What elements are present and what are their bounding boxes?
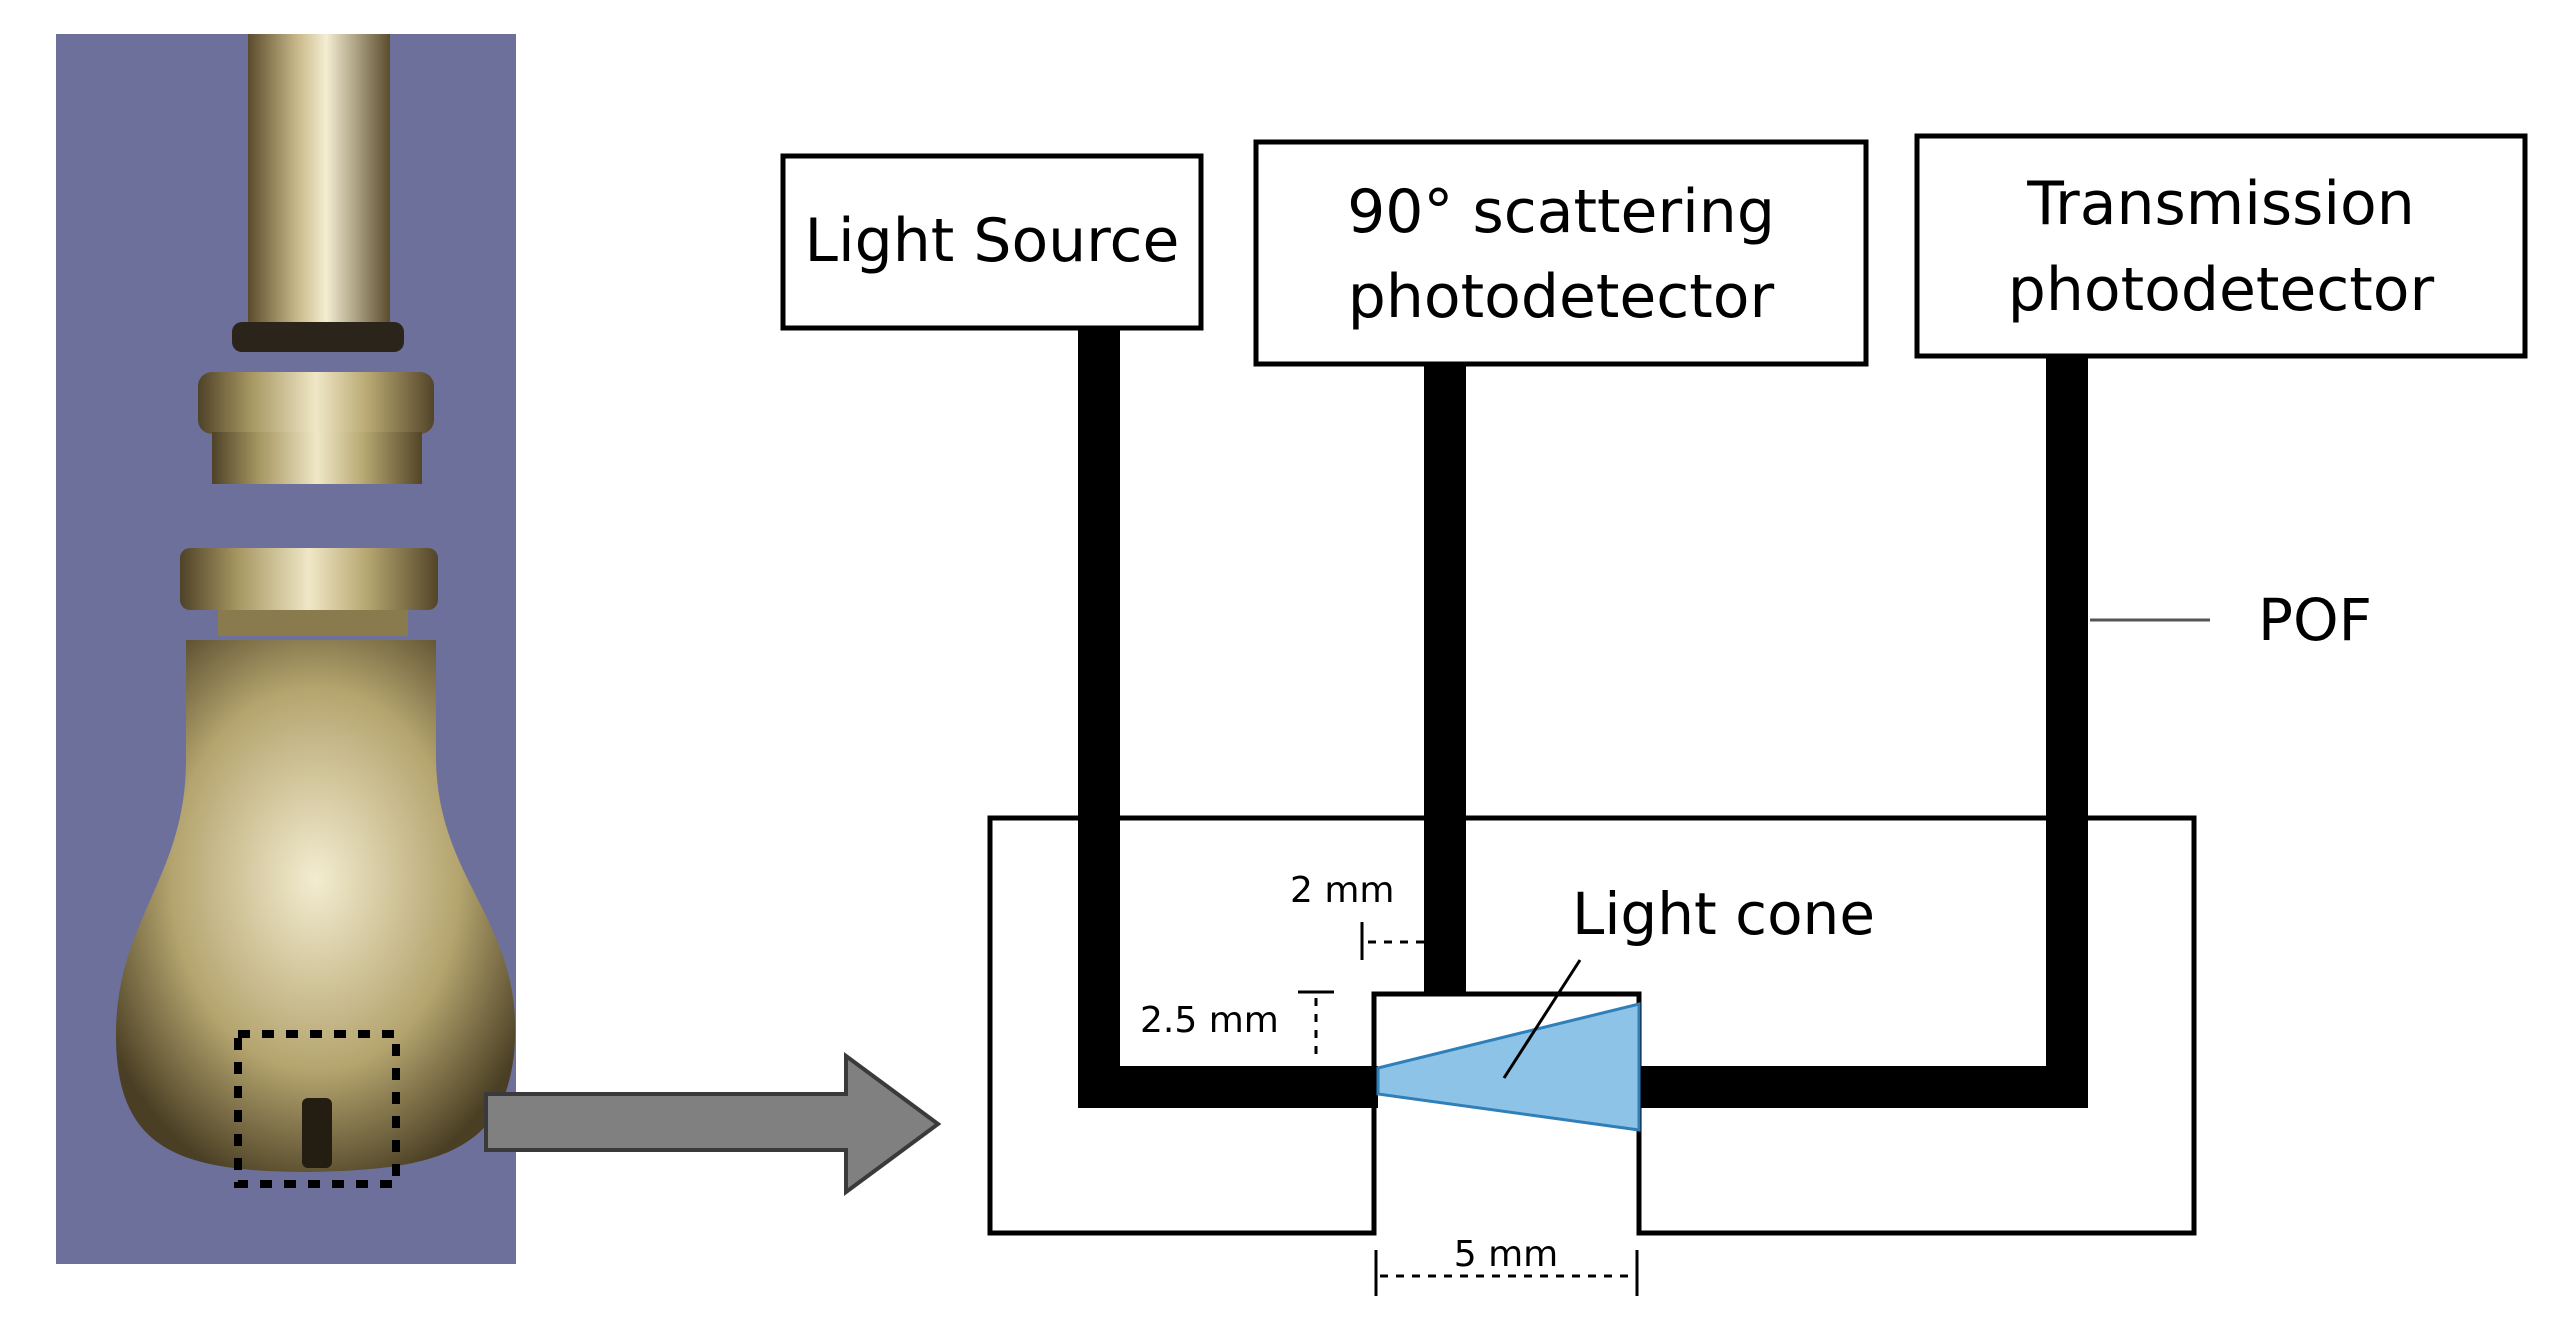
dimension-2mm: 2 mm [1290,870,1424,960]
transmission-detector-label-line2: photodetector [2008,255,2435,325]
light-cone-label: Light cone [1572,880,1875,948]
dimension-2-5mm: 2.5 mm [1140,990,1334,1062]
optical-fibers [1078,328,2088,1108]
scatter-detector-label-line1: 90° scattering [1347,177,1775,247]
probe-tip-highlight-box [234,1030,400,1188]
probe-lower-nut [180,548,438,610]
scatter-detector-box: 90° scattering photodetector [1253,139,1869,367]
dim-2mm-label: 2 mm [1290,870,1394,911]
probe-seal-ring [232,322,404,352]
fiber-scatter-vertical [1424,364,1466,996]
fiber-transmission-horizontal [1639,1066,2088,1108]
probe-rod [248,34,390,334]
dimension-5mm: 5 mm [1374,1234,1639,1296]
probe-tip-slot [302,1098,332,1168]
probe-upper-collar [212,432,422,484]
probe-thread [218,610,408,636]
fiber-transmission-vertical [2046,356,2088,1108]
light-source-label: Light Source [805,206,1180,276]
probe-bulb [115,640,516,1172]
scatter-detector-label-line2: photodetector [1348,262,1775,332]
probe-photo [56,34,516,1264]
light-cone-leader-line [1502,959,1582,1079]
transmission-detector-label-line1: Transmission [2026,169,2415,239]
zoom-arrow [484,1052,942,1196]
dim-2-5mm-label: 2.5 mm [1140,1000,1279,1041]
fiber-light-source-vertical [1078,328,1120,1108]
transmission-detector-box: Transmission photodetector [1914,133,2528,359]
light-cone [1376,1002,1641,1132]
pof-label: POF [2258,586,2372,654]
probe-upper-nut [198,372,434,434]
probe-housing-outline [987,815,2197,1236]
dim-5mm-label: 5 mm [1454,1234,1558,1275]
light-source-box: Light Source [780,153,1204,331]
fiber-light-source-horizontal [1078,1066,1378,1108]
